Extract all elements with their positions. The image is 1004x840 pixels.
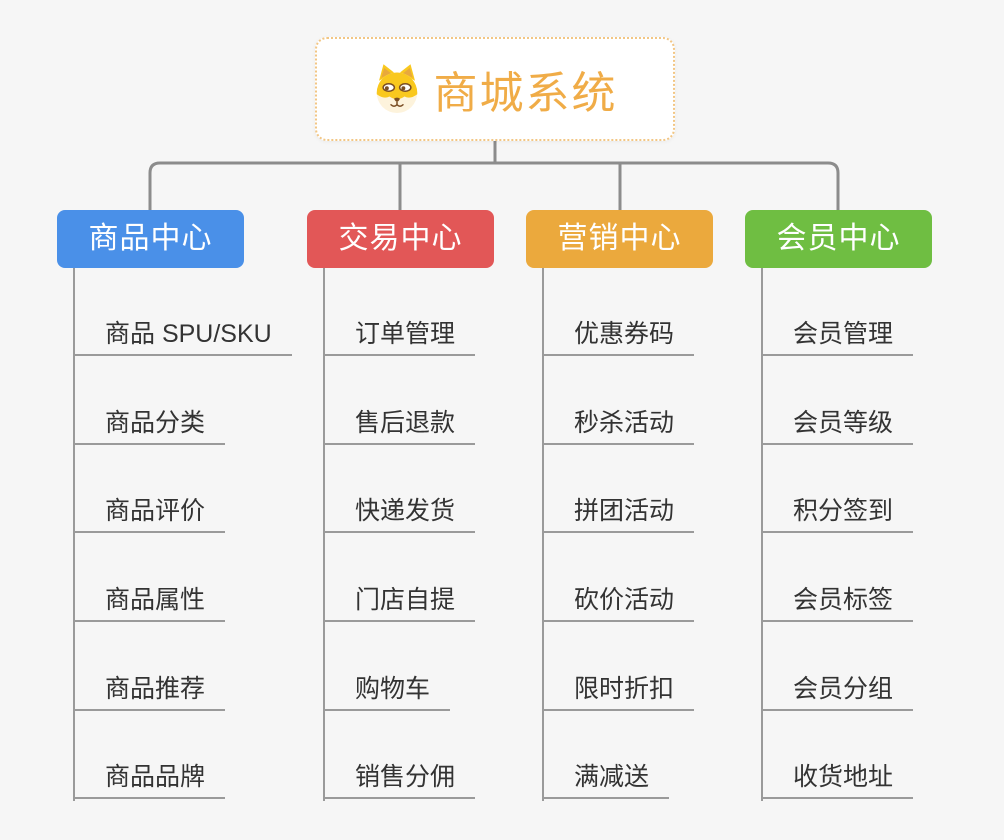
- leaf-node[interactable]: 满减送: [542, 762, 670, 799]
- leaf-node[interactable]: 秒杀活动: [542, 408, 695, 445]
- leaf-node[interactable]: 拼团活动: [542, 496, 695, 533]
- leaf-node[interactable]: 限时折扣: [542, 674, 695, 711]
- leaf-node[interactable]: 商品分类: [73, 408, 226, 445]
- leaf-node[interactable]: 门店自提: [323, 585, 476, 622]
- branch-header-trade-center[interactable]: 交易中心: [307, 210, 494, 268]
- leaf-node[interactable]: 收货地址: [761, 762, 914, 799]
- leaf-node[interactable]: 商品品牌: [73, 762, 226, 799]
- leaf-node[interactable]: 快递发货: [323, 496, 476, 533]
- leaf-node[interactable]: 会员管理: [761, 319, 914, 356]
- root-node[interactable]: 商城系统: [315, 37, 675, 141]
- leaf-node[interactable]: 会员分组: [761, 674, 914, 711]
- leaf-node[interactable]: 商品评价: [73, 496, 226, 533]
- leaf-node[interactable]: 销售分佣: [323, 762, 476, 799]
- leaf-node[interactable]: 优惠券码: [542, 319, 695, 356]
- leaf-node[interactable]: 会员等级: [761, 408, 914, 445]
- leaf-node[interactable]: 会员标签: [761, 585, 914, 622]
- leaf-node[interactable]: 商品推荐: [73, 674, 226, 711]
- branch-header-member-center[interactable]: 会员中心: [745, 210, 932, 268]
- branch-connector-line: [73, 268, 75, 801]
- root-node-title: 商城系统: [433, 69, 618, 118]
- leaf-node[interactable]: 订单管理: [323, 319, 476, 356]
- leaf-node[interactable]: 购物车: [323, 674, 451, 711]
- leaf-node[interactable]: 商品属性: [73, 585, 226, 622]
- branch-connector-line: [323, 268, 325, 801]
- branch-connector-line: [761, 268, 763, 801]
- branch-header-marketing-center[interactable]: 营销中心: [526, 210, 713, 268]
- leaf-node[interactable]: 商品 SPU/SKU: [73, 319, 292, 356]
- leaf-node[interactable]: 积分签到: [761, 496, 914, 533]
- leaf-node[interactable]: 砍价活动: [542, 585, 695, 622]
- dog-face-icon: [376, 64, 417, 113]
- branch-connector-line: [542, 268, 544, 801]
- branch-header-product-center[interactable]: 商品中心: [57, 210, 244, 268]
- leaf-node[interactable]: 售后退款: [323, 408, 476, 445]
